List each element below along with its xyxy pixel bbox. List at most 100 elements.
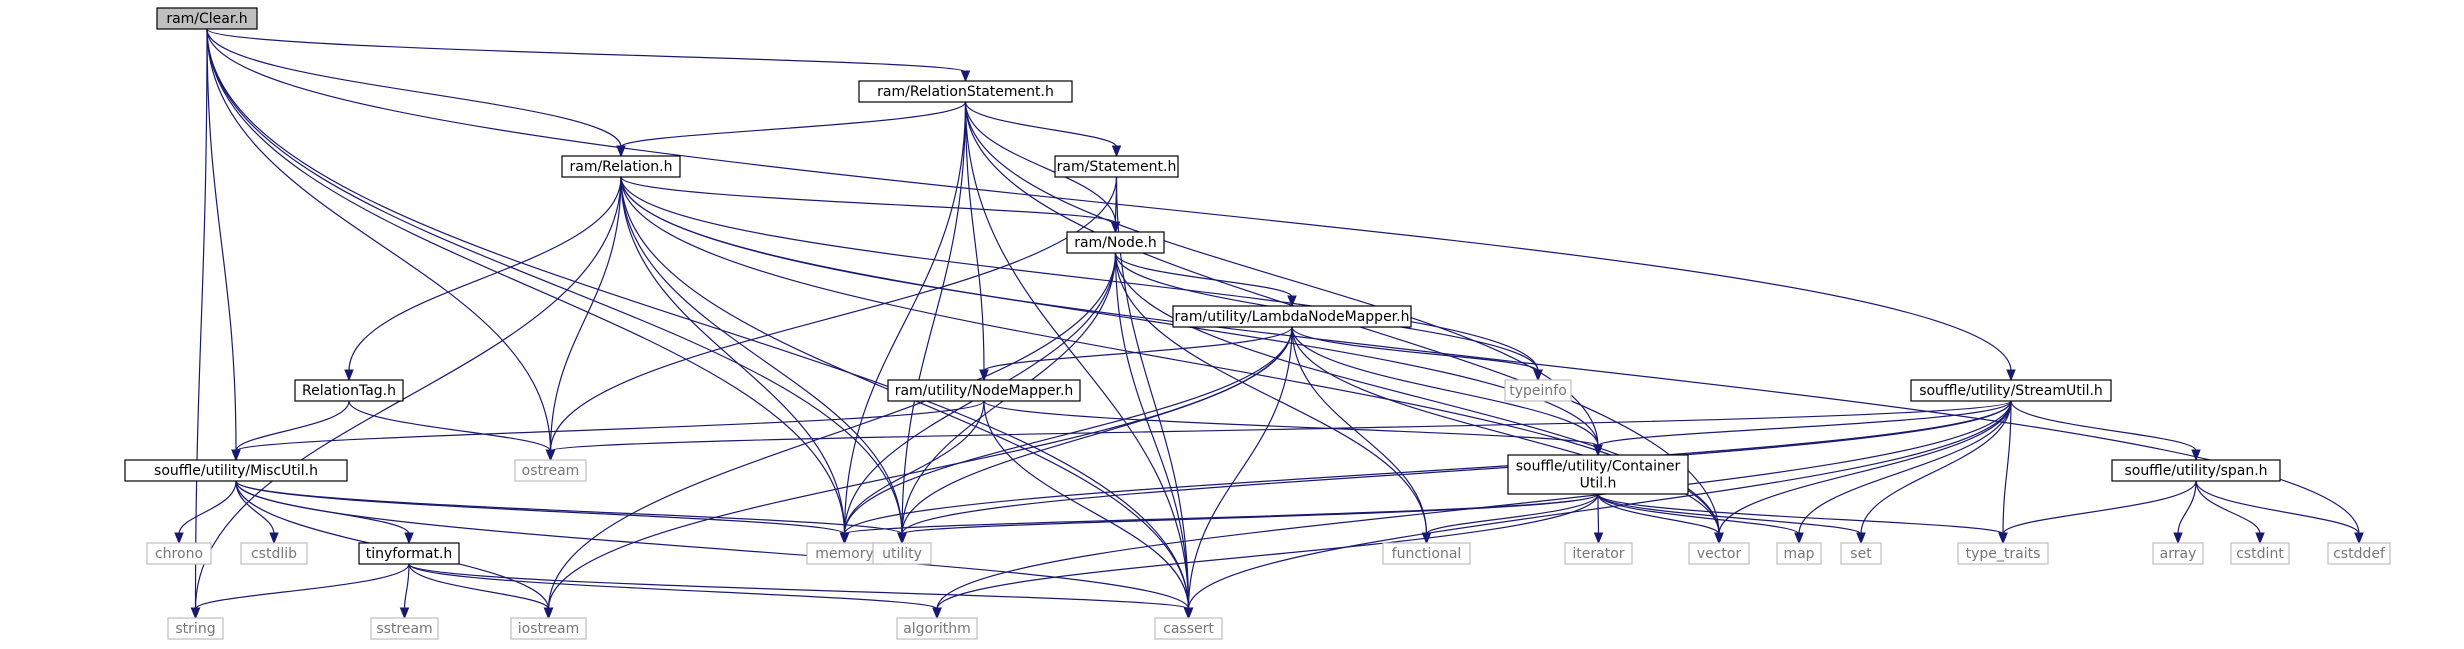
node-box: [561, 155, 681, 178]
node-cstddef: cstddef: [2327, 542, 2391, 565]
arrowhead-miscutil-to-cstdlib: [269, 532, 279, 545]
edge-clear-to-streamutil: [206, 28, 2012, 372]
edge-reltag-to-ostream: [348, 400, 552, 452]
arrowhead-tinyformat-to-cassert: [1183, 607, 1194, 620]
edge-streamutil-to-algorithm: [936, 400, 2012, 610]
node-box: [872, 542, 932, 565]
node-box: [1564, 542, 1633, 565]
arrowhead-container-to-utility: [897, 532, 907, 545]
edge-lambda-to-container: [1291, 326, 1599, 447]
node-node[interactable]: ram/Node.h: [1066, 231, 1165, 254]
node-label: chrono: [155, 546, 203, 562]
node-sstream: sstream: [370, 617, 439, 640]
node-label: Util.h: [1580, 476, 1617, 492]
arrowhead-tinyformat-to-string: [190, 607, 201, 620]
edge-container-to-map: [1597, 493, 1800, 535]
node-label: string: [175, 621, 215, 637]
node-algorithm: algorithm: [896, 617, 978, 640]
node-label: ram/RelationStatement.h: [877, 84, 1054, 100]
edge-streamutil-to-cassert: [1187, 400, 2012, 610]
node-label: cassert: [1163, 621, 1214, 637]
edge-relation-to-cstddef: [620, 176, 2360, 535]
arrowhead-span-to-cstdint: [2255, 532, 2265, 545]
edge-clear-to-string: [194, 28, 208, 610]
node-label: iostream: [518, 621, 580, 637]
edge-tinyformat-to-sstream: [403, 563, 410, 610]
node-label: tinyformat.h: [366, 546, 453, 562]
node-label: ostream: [522, 463, 580, 479]
edge-lambda-to-vector: [1291, 326, 1720, 535]
edge-relation-to-ostream: [549, 176, 622, 452]
node-label: cstdlib: [251, 546, 297, 562]
arrowhead-tinyformat-to-iostream: [543, 607, 554, 620]
edge-relation-to-reltag: [348, 176, 622, 372]
node-label: souffle/utility/StreamUtil.h: [1919, 383, 2103, 399]
node-streamutil[interactable]: souffle/utility/StreamUtil.h: [1910, 379, 2112, 402]
node-box: [1382, 542, 1471, 565]
arrowhead-lambda-to-typeinfo: [1533, 369, 1543, 382]
edge-streamutil-to-ostream: [549, 400, 2012, 452]
node-array: array: [2152, 542, 2204, 565]
node-box: [1776, 542, 1822, 565]
edge-relation-to-utility: [620, 176, 903, 535]
node-relstmt[interactable]: ram/RelationStatement.h: [858, 80, 1073, 103]
node-tinyformat[interactable]: tinyformat.h: [358, 542, 460, 565]
edge-container-to-iterator: [1597, 493, 1600, 535]
arrowhead-container-to-set: [1856, 532, 1866, 545]
node-relation[interactable]: ram/Relation.h: [561, 155, 681, 178]
node-span[interactable]: souffle/utility/span.h: [2111, 459, 2281, 482]
node-cstdint: cstdint: [2230, 542, 2290, 565]
node-iostream: iostream: [510, 617, 587, 640]
arrowhead-streamutil-to-ostream: [545, 449, 556, 462]
arrowhead-container-to-iterator: [1593, 532, 1604, 545]
node-box: [887, 379, 1081, 402]
node-label: typeinfo: [1509, 383, 1567, 399]
node-string: string: [167, 617, 224, 640]
edge-relstmt-to-nodemapper: [964, 101, 985, 372]
node-label: ram/Clear.h: [166, 11, 247, 27]
arrowhead-container-to-memory: [839, 532, 850, 545]
node-statement[interactable]: ram/Statement.h: [1054, 155, 1179, 178]
node-nodemapper[interactable]: ram/utility/NodeMapper.h: [887, 379, 1081, 402]
node-label: iterator: [1572, 546, 1624, 562]
arrowhead-nodemapper-to-miscutil: [231, 449, 241, 462]
node-memory: memory: [806, 542, 883, 565]
node-chrono: chrono: [146, 542, 212, 565]
edge-nodemapper-to-memory: [843, 400, 985, 535]
arrowhead-span-to-cstddef: [2354, 532, 2364, 545]
edge-streamutil-to-map: [1798, 400, 2012, 535]
arrowhead-container-to-vector: [1714, 532, 1724, 545]
node-label: cstddef: [2333, 546, 2386, 562]
edge-tinyformat-to-algorithm: [408, 563, 938, 610]
edge-lambda-to-iostream: [547, 326, 1293, 610]
node-miscutil[interactable]: souffle/utility/MiscUtil.h: [124, 459, 348, 482]
node-box: [2111, 459, 2281, 482]
node-label: ram/utility/NodeMapper.h: [895, 383, 1074, 399]
edge-relation-to-node: [620, 176, 1117, 224]
node-clear[interactable]: ram/Clear.h: [156, 7, 258, 30]
node-label: algorithm: [903, 621, 971, 637]
node-box: [1957, 542, 2049, 565]
edge-span-to-cstdint: [2195, 480, 2261, 535]
edge-container-to-set: [1597, 493, 1862, 535]
node-reltag[interactable]: RelationTag.h: [294, 379, 404, 402]
node-iterator: iterator: [1564, 542, 1633, 565]
node-lambda[interactable]: ram/utility/LambdaNodeMapper.h: [1172, 305, 1412, 328]
edge-container-to-utility: [901, 493, 1599, 535]
edge-relstmt-to-node: [964, 101, 1117, 224]
edge-relation-to-memory: [620, 176, 846, 535]
node-box: [1172, 305, 1412, 328]
arrowhead-miscutil-to-chrono: [174, 532, 184, 545]
node-map: map: [1776, 542, 1822, 565]
arrowhead-tinyformat-to-algorithm: [932, 607, 942, 620]
node-type-traits: type_traits: [1957, 542, 2049, 565]
arrowhead-tinyformat-to-sstream: [399, 607, 410, 620]
arrowhead-relstmt-to-relation: [616, 145, 626, 158]
edge-clear-to-memory: [206, 28, 846, 535]
arrowhead-streamutil-to-span: [2191, 449, 2201, 462]
node-label: map: [1783, 546, 1814, 562]
edge-nodemapper-to-container: [983, 400, 1599, 447]
edge-node-to-cassert: [1114, 252, 1190, 610]
